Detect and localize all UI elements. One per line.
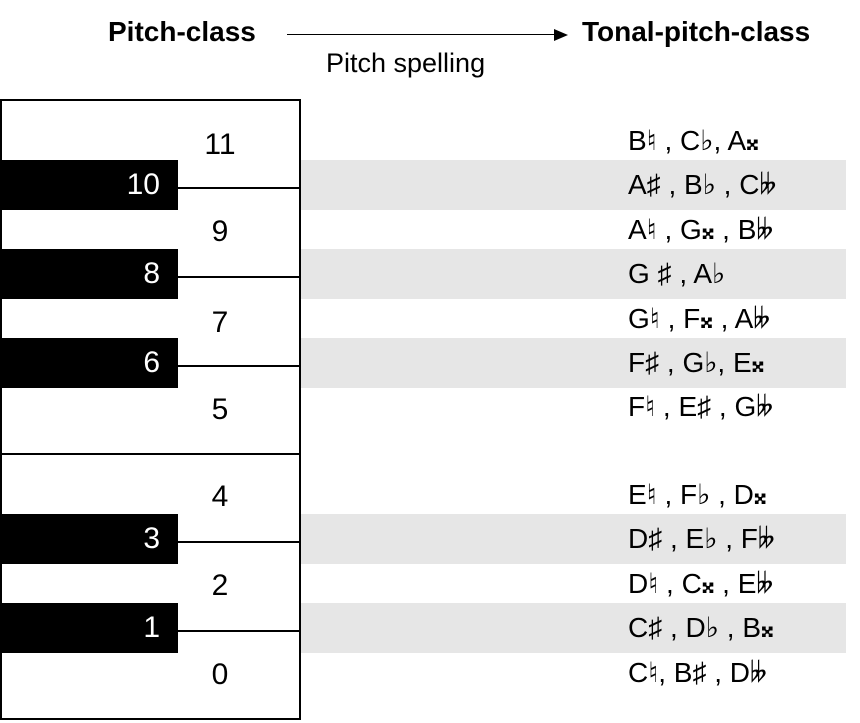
spelling-0: C♮, B♯ , D𝄫 — [628, 657, 767, 688]
black-key-label: 10 — [126, 168, 160, 201]
black-key-1: 1 — [2, 603, 178, 653]
black-key-10: 10 — [2, 160, 178, 210]
white-key-0: 0 — [211, 658, 229, 691]
black-key-3: 3 — [2, 514, 178, 564]
black-key-label: 6 — [143, 346, 160, 379]
spelling-9: A♮ , G𝄪 , B𝄫 — [628, 214, 774, 245]
stripe-row-3 — [300, 514, 846, 564]
piano-keyboard: 11 9 7 5 4 2 0 10 8 6 3 1 — [0, 99, 301, 720]
arrow-line — [287, 34, 557, 35]
black-key-label: 1 — [143, 611, 160, 644]
white-key-9: 9 — [211, 215, 229, 248]
stripe-row-10 — [300, 160, 846, 210]
black-key-6: 6 — [2, 338, 178, 388]
white-key-11: 11 — [204, 128, 236, 161]
stripe-row-1 — [300, 603, 846, 653]
arrow-head-icon — [554, 29, 568, 41]
pitch-spelling-label: Pitch spelling — [326, 48, 486, 78]
black-key-label: 8 — [143, 257, 160, 290]
spelling-5: F♮ , E♯ , G𝄫 — [628, 391, 774, 422]
spelling-2: D♮ , C𝄪 , E𝄫 — [628, 568, 774, 599]
spelling-11: B♮ , C♭, A𝄪 — [628, 125, 759, 156]
stripe-row-6 — [300, 338, 846, 388]
spelling-8: G ♯ , A♭ — [628, 258, 726, 289]
tonal-pitch-class-heading: Tonal-pitch-class — [582, 16, 811, 47]
spelling-7: G♮ , F𝄪 , A𝄫 — [628, 303, 771, 334]
white-key-4: 4 — [211, 480, 229, 513]
stripe-row-8 — [300, 249, 846, 299]
spelling-1: C♯ , D♭ , B𝄪 — [628, 612, 774, 643]
black-key-label: 3 — [143, 522, 160, 555]
black-key-8: 8 — [2, 249, 178, 299]
spelling-3: D♯ , E♭ , F𝄫 — [628, 523, 775, 554]
spelling-6: F♯ , G♭, E𝄪 — [628, 347, 765, 378]
spelling-4: E♮ , F♭ , D𝄪 — [628, 479, 767, 510]
white-key-2: 2 — [211, 569, 229, 602]
white-key-5: 5 — [211, 393, 229, 426]
white-key-7: 7 — [211, 306, 229, 339]
spelling-10: A♯ , B♭ , C𝄫 — [628, 169, 777, 200]
pitch-class-heading: Pitch-class — [108, 16, 256, 47]
white-key-divider — [2, 453, 301, 455]
